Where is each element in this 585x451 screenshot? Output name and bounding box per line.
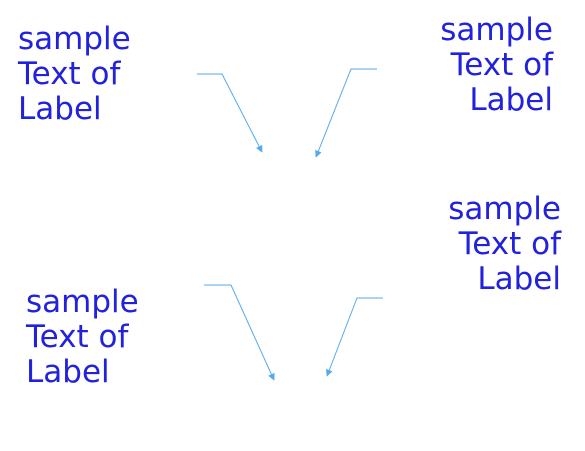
label-line: Text of <box>18 56 121 92</box>
label-line: Text of <box>26 319 129 355</box>
callout-label-top-right: sample Text of Label <box>440 13 553 118</box>
label-line: sample <box>440 12 553 48</box>
callout-label-bottom-left: sample Text of Label <box>26 285 139 390</box>
leader-arrow-top-left <box>197 73 263 153</box>
leader-arrow-bottom-right <box>325 297 383 377</box>
leader-arrow-bottom-left <box>204 284 275 381</box>
label-line: Label <box>469 82 553 118</box>
label-line: sample <box>26 284 139 320</box>
label-line: Label <box>26 354 110 390</box>
label-line: sample <box>448 191 561 227</box>
callout-label-middle-right: sample Text of Label <box>448 192 561 297</box>
label-line: Label <box>18 91 102 127</box>
label-line: Text of <box>450 47 553 83</box>
callout-label-top-left: sample Text of Label <box>18 22 131 127</box>
label-line: Label <box>477 261 561 297</box>
leader-arrow-top-right <box>315 68 377 158</box>
label-line: Text of <box>458 226 561 262</box>
label-line: sample <box>18 21 131 57</box>
